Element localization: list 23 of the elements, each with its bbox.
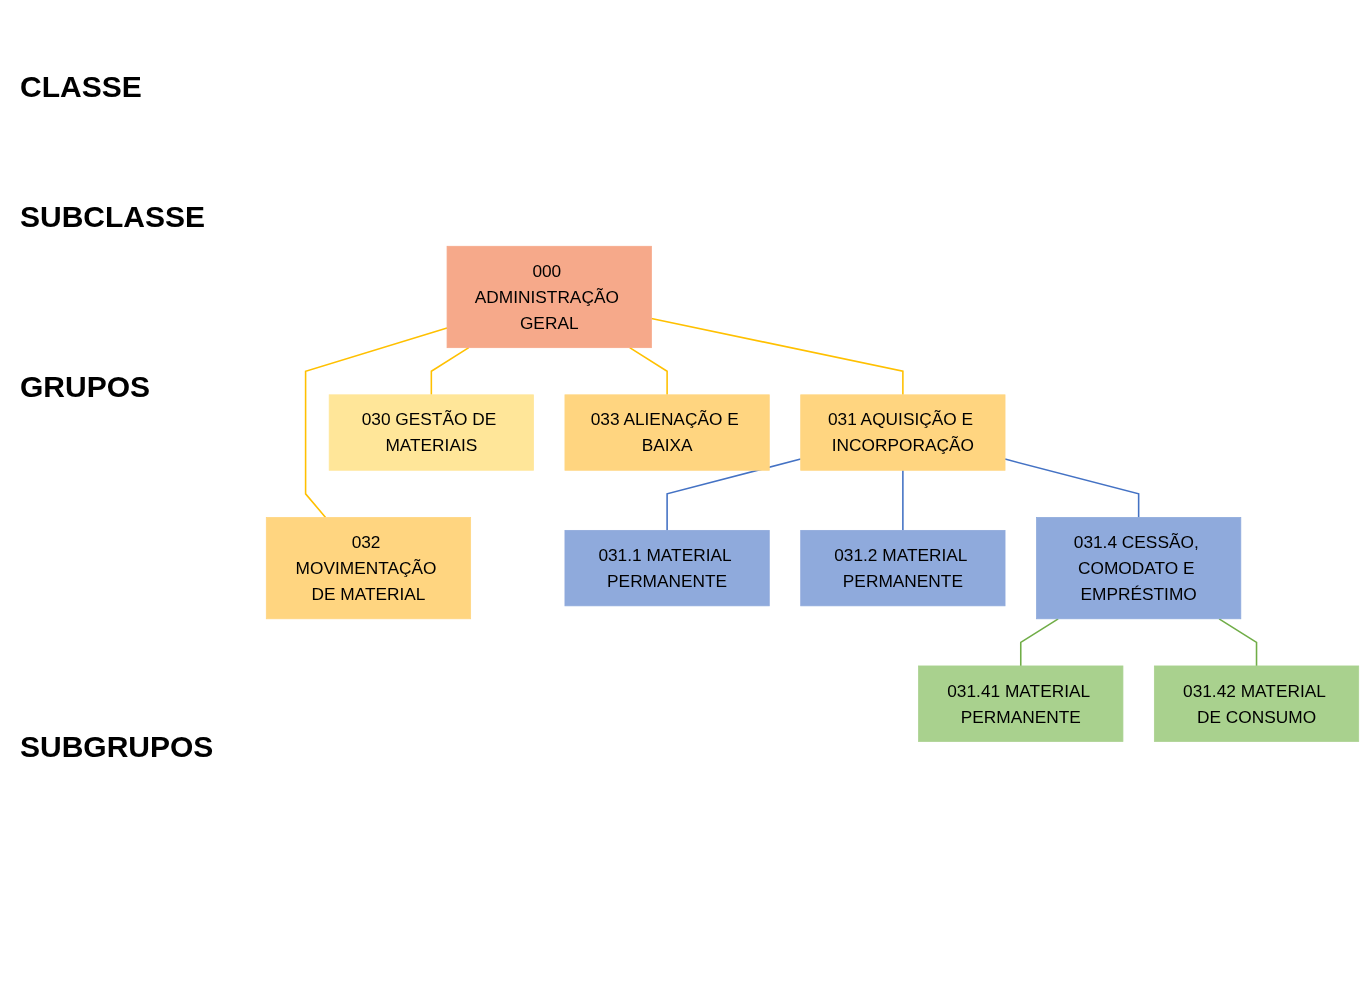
node-box: 030 GESTÃO DE MATERIAIS: [328, 394, 534, 471]
connector: [628, 347, 668, 396]
node-box: 031 AQUISIÇÃO E INCORPORAÇÃO: [800, 394, 1006, 471]
level-label: GRUPOS: [20, 370, 151, 404]
connector: [902, 469, 904, 532]
node-box: 031.2 MATERIAL PERMANENTE: [800, 530, 1006, 607]
connector: [430, 347, 470, 396]
node-box: 033 ALIENAÇÃO E BAIXA: [564, 394, 770, 471]
node-box: 031.41 MATERIAL PERMANENTE: [918, 665, 1124, 742]
node-box: 032 MOVIMENTAÇÃO DE MATERIAL: [265, 517, 472, 620]
connector: [1019, 618, 1059, 667]
node-box: 031.42 MATERIAL DE CONSUMO: [1153, 665, 1360, 742]
level-label: CLASSE: [20, 70, 142, 104]
connector: [666, 458, 802, 532]
connector: [1218, 618, 1258, 667]
node-box: 031.1 MATERIAL PERMANENTE: [564, 530, 770, 607]
connector: [304, 327, 448, 519]
node-box: 031.4 CESSÃO, COMODATO E EMPRÉSTIMO: [1036, 517, 1242, 620]
connector: [1004, 458, 1140, 519]
level-label: SUBCLASSE: [20, 200, 206, 234]
level-label: SUBGRUPOS: [20, 730, 214, 764]
node-box: 000 ADMINISTRAÇÃO GERAL: [446, 246, 652, 349]
connector: [650, 317, 904, 396]
